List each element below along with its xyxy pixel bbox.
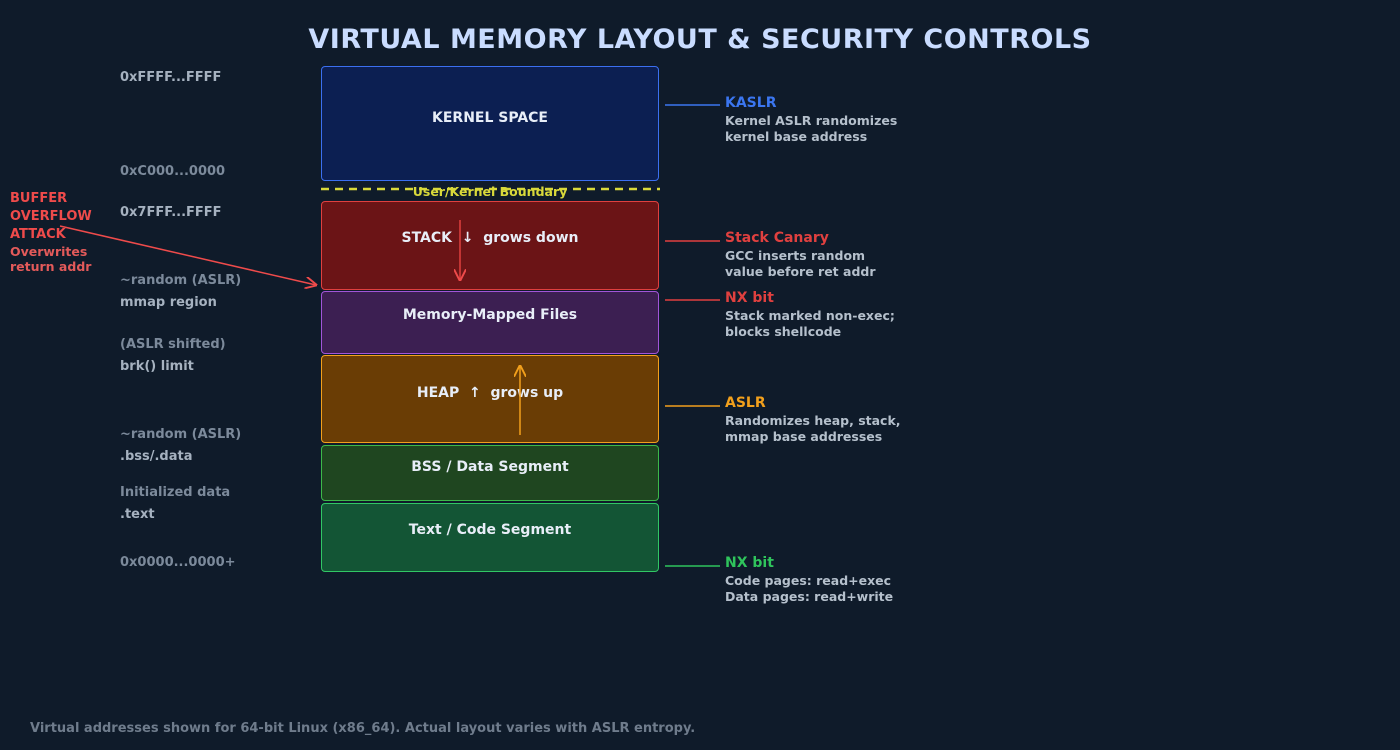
attack-description-line: return addr [10, 258, 92, 274]
control-description-line: blocks shellcode [725, 324, 842, 339]
control-title-kaslr: KASLR [725, 95, 777, 111]
segment-label: HEAP ↑ grows up [416, 385, 564, 401]
address-label: 0x0000...0000+ [120, 555, 236, 570]
address-label: (ASLR shifted) [120, 337, 226, 352]
control-description: Stack marked non-exec; blocks shellcode [725, 308, 895, 340]
segment-label: KERNEL SPACE [432, 110, 548, 126]
address-label: .bss/.data [120, 449, 193, 464]
address-label: 0xC000...0000 [120, 164, 226, 179]
control-description: Randomizes heap, stack, mmap base addres… [725, 413, 901, 445]
control-title-nx-bit-code: NX bit [725, 555, 774, 571]
control-description: Code pages: read+exec Data pages: read+w… [725, 573, 893, 605]
control-title-stack-canary: Stack Canary [725, 230, 829, 246]
control-description: Kernel ASLR randomizes kernel base addre… [725, 113, 897, 145]
address-label: .text [120, 507, 155, 522]
control-description-line: Randomizes heap, stack, [725, 413, 901, 428]
attack-description: Overwrites return addr [10, 244, 92, 274]
segment-text-code: Text / Code Segment [321, 503, 659, 572]
segment-stack: STACK ↓ grows down [321, 201, 659, 290]
user-kernel-boundary-label: User/Kernel Boundary [412, 184, 568, 199]
control-title-nx-bit: NX bit [725, 290, 774, 306]
control-description-line: GCC inserts random [725, 248, 866, 263]
control-description-line: Code pages: read+exec [725, 573, 892, 588]
address-label: Initialized data [120, 485, 231, 500]
attack-title: BUFFER OVERFLOW ATTACK [10, 190, 92, 244]
segment-bss-data: BSS / Data Segment [321, 445, 659, 501]
segment-kernel-space: KERNEL SPACE [321, 66, 659, 181]
diagram-title: VIRTUAL MEMORY LAYOUT & SECURITY CONTROL… [308, 24, 1092, 55]
address-label: ~random (ASLR) [120, 427, 242, 442]
control-description-line: Stack marked non-exec; [725, 308, 895, 323]
attack-description-line: Overwrites [10, 244, 88, 259]
control-description-line: kernel base address [725, 129, 868, 144]
attack-title-line: OVERFLOW [10, 209, 92, 224]
address-label: mmap region [120, 295, 217, 310]
attack-title-line: BUFFER [10, 191, 68, 206]
address-label: ~random (ASLR) [120, 273, 242, 288]
segment-label: BSS / Data Segment [411, 459, 569, 475]
address-label: 0xFFFF...FFFF [120, 70, 222, 85]
control-description-line: Kernel ASLR randomizes [725, 113, 898, 128]
segment-label: Memory-Mapped Files [402, 307, 578, 323]
address-label: 0x7FFF...FFFF [120, 205, 222, 220]
control-description: GCC inserts random value before ret addr [725, 248, 876, 280]
control-title-aslr: ASLR [725, 395, 766, 411]
control-description-line: value before ret addr [725, 264, 876, 279]
footer-note: Virtual addresses shown for 64-bit Linux… [30, 721, 696, 736]
segment-memory-mapped-files: Memory-Mapped Files [321, 291, 659, 354]
segment-label: STACK ↓ grows down [401, 230, 579, 246]
segment-label: Text / Code Segment [408, 522, 572, 538]
control-description-line: Data pages: read+write [725, 589, 894, 604]
buffer-overflow-arrow [59, 225, 316, 285]
address-label: brk() limit [120, 359, 194, 374]
control-description-line: mmap base addresses [725, 429, 883, 444]
attack-title-line: ATTACK [10, 227, 66, 242]
segment-heap: HEAP ↑ grows up [321, 355, 659, 443]
